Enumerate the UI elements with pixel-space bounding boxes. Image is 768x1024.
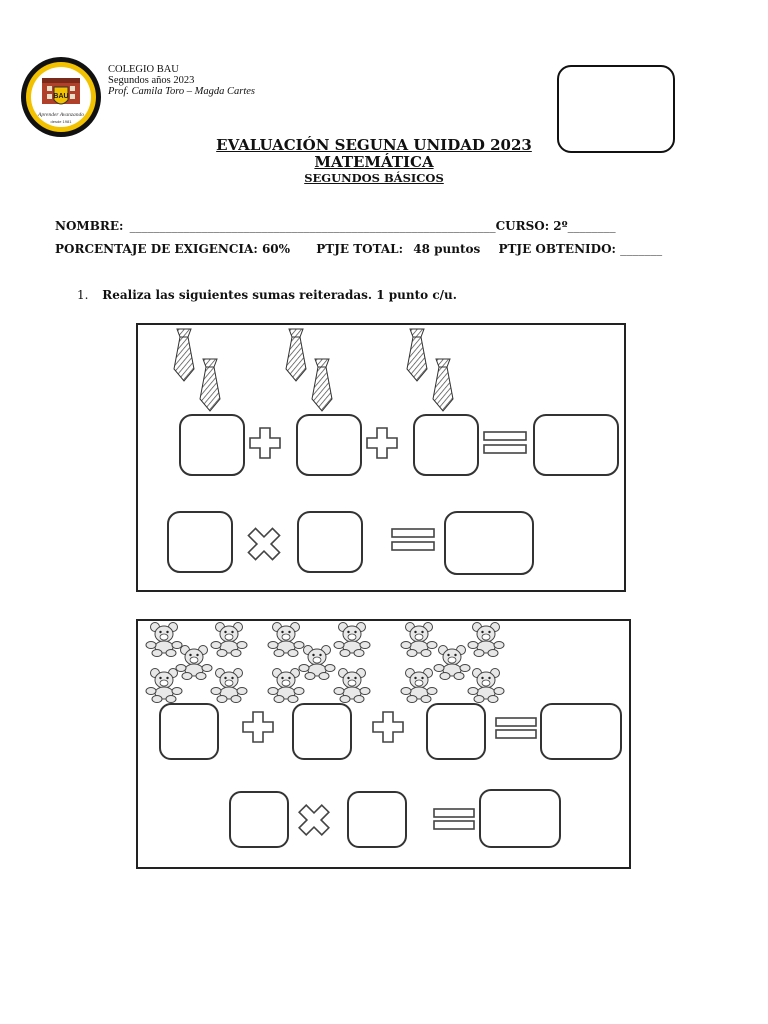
plus-sign: [366, 427, 398, 459]
teddy-bear-icon: [145, 668, 183, 703]
teddy-bear-icon: [333, 622, 371, 657]
teddy-bear-icon: [433, 645, 471, 680]
question-number: 1.: [77, 288, 89, 302]
teddy-bear-icon: [267, 668, 305, 703]
level-title: SEGUNDOS BÁSICOS: [304, 171, 444, 185]
equals-sign: [433, 808, 475, 830]
school-logo: BAU Aprender Avanzando desde 1981: [20, 56, 102, 138]
equals-sign: [483, 431, 527, 454]
tie-icon: [406, 328, 428, 382]
svg-text:Aprender Avanzando: Aprender Avanzando: [37, 112, 84, 118]
answer-box[interactable]: [179, 414, 245, 476]
teddy-bear-icon: [400, 622, 438, 657]
plus-sign: [372, 711, 404, 743]
teddy-bear-icon: [175, 645, 213, 680]
subject-title: MATEMÁTICA: [314, 153, 434, 171]
total-label: PTJE TOTAL:: [316, 242, 404, 256]
teddy-bear-icon: [145, 622, 183, 657]
teddy-bear-icon: [467, 668, 505, 703]
total-value: 48 puntos: [413, 242, 481, 256]
teddy-bear-icon: [210, 622, 248, 657]
times-sign: [247, 527, 281, 561]
question-1: 1. Realiza las siguientes sumas reiterad…: [77, 288, 457, 302]
exercise-ties-content: [167, 328, 619, 575]
teddy-bear-icon: [298, 645, 336, 680]
exercise-bears: [136, 619, 631, 869]
answer-box[interactable]: [347, 791, 407, 848]
answer-box[interactable]: [292, 703, 352, 760]
teachers: Prof. Camila Toro – Magda Cartes: [108, 86, 256, 97]
score-line: PORCENTAJE DE EXIGENCIA: 60% PTJE TOTAL:…: [55, 242, 662, 256]
teddy-bear-icon: [210, 668, 248, 703]
result-box[interactable]: [540, 703, 622, 760]
answer-box[interactable]: [167, 511, 233, 573]
teddy-bear-icon: [400, 668, 438, 703]
answer-box[interactable]: [229, 791, 289, 848]
answer-box[interactable]: [413, 414, 479, 476]
name-line: NOMBRE: ________________________________…: [55, 219, 616, 233]
exercise-ties: [136, 323, 626, 592]
name-field[interactable]: ________________________________________…: [129, 219, 496, 233]
plus-sign: [249, 427, 281, 459]
answer-box[interactable]: [426, 703, 486, 760]
teddy-bear-icon: [467, 622, 505, 657]
exam-title: EVALUACIÓN SEGUNA UNIDAD 2023: [216, 136, 532, 154]
course-year: Segundos años 2023: [108, 75, 195, 86]
obtained-label: PTJE OBTENIDO:: [498, 242, 616, 256]
tie-icon: [285, 328, 307, 382]
course-field[interactable]: ________: [567, 219, 616, 233]
times-sign: [298, 804, 330, 836]
svg-text:BAU: BAU: [53, 93, 68, 100]
answer-box[interactable]: [296, 414, 362, 476]
tie-icon: [311, 358, 333, 412]
answer-box[interactable]: [159, 703, 219, 760]
tie-icon: [199, 358, 221, 412]
name-label: NOMBRE:: [55, 219, 124, 233]
plus-sign: [242, 711, 274, 743]
course-label: CURSO: 2º: [495, 219, 568, 233]
school-name: COLEGIO BAU: [108, 64, 179, 75]
question-text: Realiza las siguientes sumas reiteradas.…: [102, 288, 457, 302]
result-box[interactable]: [533, 414, 619, 476]
obtained-field[interactable]: _______: [620, 242, 663, 256]
svg-text:desde 1981: desde 1981: [51, 119, 73, 124]
answer-box[interactable]: [297, 511, 363, 573]
equals-sign: [495, 717, 537, 739]
equals-sign: [391, 528, 435, 551]
tie-icon: [173, 328, 195, 382]
teddy-bear-icon: [333, 668, 371, 703]
result-box[interactable]: [444, 511, 534, 575]
teddy-bear-icon: [267, 622, 305, 657]
result-box[interactable]: [479, 789, 561, 848]
requirement-label: PORCENTAJE DE EXIGENCIA: 60%: [55, 242, 291, 256]
tie-icon: [432, 358, 454, 412]
exercise-bears-content: [145, 622, 622, 848]
grade-box[interactable]: [557, 65, 675, 153]
